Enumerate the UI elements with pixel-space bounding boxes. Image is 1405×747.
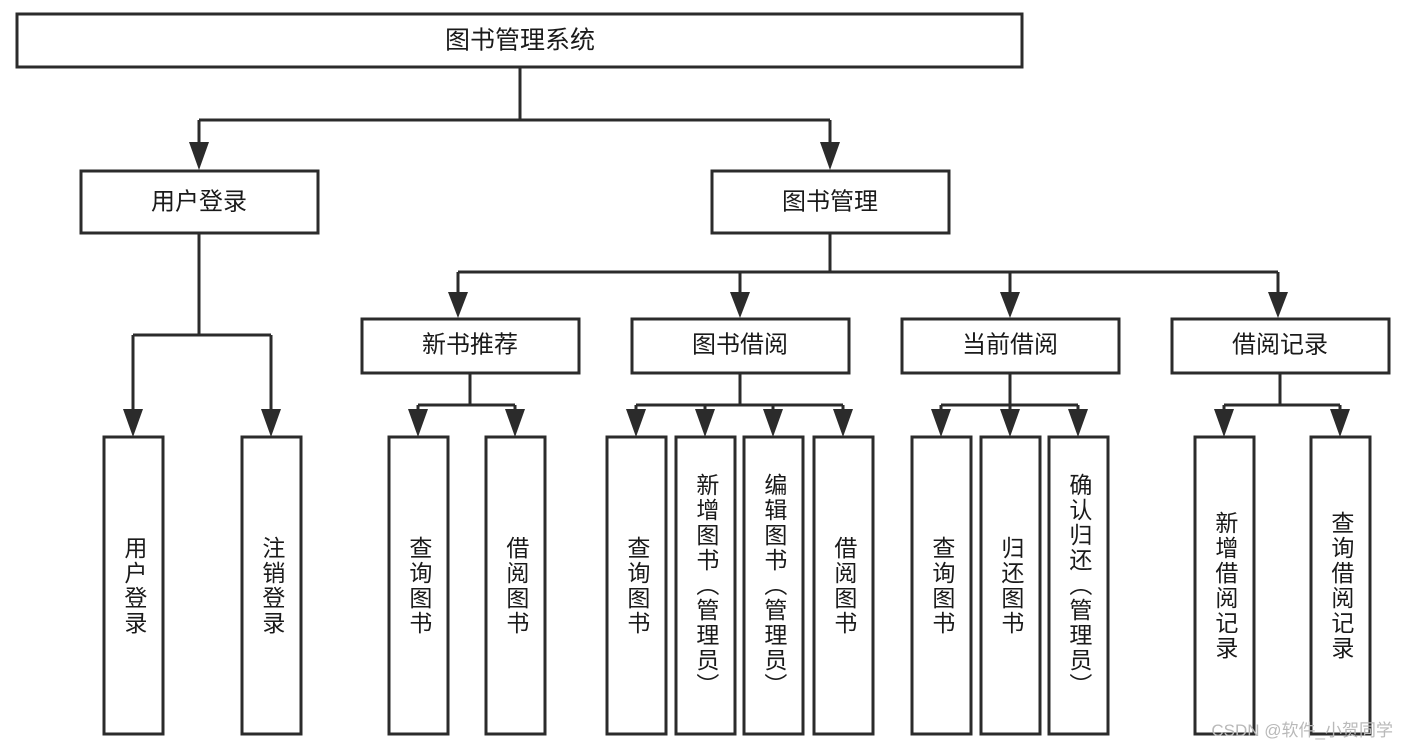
node-book-management-label: 图书管理 xyxy=(782,188,878,215)
arrow-head-book-manage xyxy=(820,142,840,170)
leaf-logout-text-wrap: 注销登录 xyxy=(258,535,285,636)
leaf-nb-query-book-text-wrap: 查询图书 xyxy=(405,535,432,636)
node-user-login[interactable]: 用户登录 xyxy=(79,169,320,235)
arrow-head-book-borrow xyxy=(730,292,750,318)
leaf-cb-query-book-label: 查询图书 xyxy=(928,535,955,636)
arrow-head-leaf-user-login xyxy=(123,409,143,437)
leaf-bb-add-book-label: 新增图书（管理员） xyxy=(692,473,719,698)
node-book-management[interactable]: 图书管理 xyxy=(710,169,951,235)
leaf-cb-confirm-return-box xyxy=(1047,435,1110,736)
arrow-head-user-login xyxy=(189,142,209,170)
node-current-borrow-box xyxy=(900,317,1121,375)
arrow-head-current-borrow xyxy=(1000,292,1020,318)
node-book-borrow-box xyxy=(630,317,851,375)
leaf-cb-return-book-label: 归还图书 xyxy=(997,535,1024,636)
node-root-label: 图书管理系统 xyxy=(445,27,595,55)
leaf-nb-borrow-book[interactable]: 借阅图书 xyxy=(484,435,547,736)
arrow-head-new-book xyxy=(448,292,468,318)
arrow-head-bb-leaf-2 xyxy=(695,409,715,437)
leaf-br-query-record-box xyxy=(1309,435,1372,736)
arrow-head-cb-leaf-2 xyxy=(1000,409,1020,437)
arrow-head-leaf-logout xyxy=(261,409,281,437)
leaf-bb-query-book[interactable]: 查询图书 xyxy=(605,435,668,736)
leaf-cb-return-book-text-wrap: 归还图书 xyxy=(997,535,1024,636)
leaf-br-add-record-text-wrap: 新增借阅记录 xyxy=(1211,510,1238,661)
leaf-br-add-record[interactable]: 新增借阅记录 xyxy=(1193,435,1256,736)
leaf-bb-borrow-book[interactable]: 借阅图书 xyxy=(812,435,875,736)
leaf-cb-query-book-box xyxy=(910,435,973,736)
leaf-bb-borrow-book-text-wrap: 借阅图书 xyxy=(830,535,857,636)
leaf-cb-confirm-return-text-wrap: 确认归还（管理员） xyxy=(1065,473,1092,698)
node-borrow-record-label: 借阅记录 xyxy=(1232,331,1328,358)
node-new-book-recommend-box xyxy=(360,317,581,375)
node-user-login-box xyxy=(79,169,320,235)
leaf-br-query-record-label: 查询借阅记录 xyxy=(1327,510,1354,661)
arrow-head-nb-leaf-1 xyxy=(408,409,428,437)
leaf-user-login-box xyxy=(102,435,165,736)
node-new-book-recommend[interactable]: 新书推荐 xyxy=(360,317,581,375)
arrow-head-bb-leaf-3 xyxy=(763,409,783,437)
leaf-cb-query-book[interactable]: 查询图书 xyxy=(910,435,973,736)
node-current-borrow[interactable]: 当前借阅 xyxy=(900,317,1121,375)
leaf-br-add-record-box xyxy=(1193,435,1256,736)
leaf-br-query-record-text-wrap: 查询借阅记录 xyxy=(1327,510,1354,661)
node-user-login-label: 用户登录 xyxy=(151,188,247,215)
node-new-book-recommend-label: 新书推荐 xyxy=(422,331,518,358)
arrow-head-borrow-record xyxy=(1268,292,1288,318)
leaf-nb-query-book-label: 查询图书 xyxy=(405,535,432,636)
leaf-bb-query-book-label: 查询图书 xyxy=(623,535,650,636)
leaf-bb-query-book-text-wrap: 查询图书 xyxy=(623,535,650,636)
leaf-nb-query-book-box xyxy=(387,435,450,736)
leaf-nb-query-book[interactable]: 查询图书 xyxy=(387,435,450,736)
leaf-bb-add-book[interactable]: 新增图书（管理员） xyxy=(674,435,737,736)
arrow-head-bb-leaf-1 xyxy=(626,409,646,437)
leaf-logout[interactable]: 注销登录 xyxy=(240,435,303,736)
leaf-user-login-text-wrap: 用户登录 xyxy=(120,535,147,636)
leaf-bb-add-book-text-wrap: 新增图书（管理员） xyxy=(692,473,719,698)
leaf-user-login[interactable]: 用户登录 xyxy=(102,435,165,736)
leaf-cb-confirm-return-label: 确认归还（管理员） xyxy=(1065,473,1092,698)
csdn-watermark: CSDN @软件_小贺同学 xyxy=(1211,721,1393,740)
arrow-head-cb-leaf-3 xyxy=(1068,409,1088,437)
leaf-cb-return-book-box xyxy=(979,435,1042,736)
arrow-head-br-leaf-2 xyxy=(1330,409,1350,437)
leaf-nb-borrow-book-box xyxy=(484,435,547,736)
leaf-bb-borrow-book-box xyxy=(812,435,875,736)
leaf-br-query-record[interactable]: 查询借阅记录 xyxy=(1309,435,1372,736)
leaf-bb-borrow-book-label: 借阅图书 xyxy=(830,535,857,636)
node-book-management-box xyxy=(710,169,951,235)
leaf-bb-edit-book-text-wrap: 编辑图书（管理员） xyxy=(760,473,787,698)
connector-layer xyxy=(123,67,1350,437)
node-book-borrow-label: 图书借阅 xyxy=(692,331,788,358)
leaf-bb-query-book-box xyxy=(605,435,668,736)
arrow-head-br-leaf-1 xyxy=(1214,409,1234,437)
leaf-user-login-label: 用户登录 xyxy=(120,535,147,636)
leaf-logout-box xyxy=(240,435,303,736)
leaf-nb-borrow-book-label: 借阅图书 xyxy=(502,535,529,636)
leaf-bb-edit-book[interactable]: 编辑图书（管理员） xyxy=(742,435,805,736)
leaf-br-add-record-label: 新增借阅记录 xyxy=(1211,510,1238,661)
leaf-bb-edit-book-box xyxy=(742,435,805,736)
node-root-book-management-system[interactable]: 图书管理系统 xyxy=(15,12,1024,69)
leaf-bb-edit-book-label: 编辑图书（管理员） xyxy=(760,473,787,698)
node-root-box xyxy=(15,12,1024,69)
arrow-head-nb-leaf-2 xyxy=(505,409,525,437)
node-borrow-record-box xyxy=(1170,317,1391,375)
node-borrow-record[interactable]: 借阅记录 xyxy=(1170,317,1391,375)
node-current-borrow-label: 当前借阅 xyxy=(962,331,1058,358)
leaf-cb-query-book-text-wrap: 查询图书 xyxy=(928,535,955,636)
leaf-bb-add-book-box xyxy=(674,435,737,736)
node-book-borrow[interactable]: 图书借阅 xyxy=(630,317,851,375)
leaf-logout-label: 注销登录 xyxy=(258,535,285,636)
leaf-cb-confirm-return[interactable]: 确认归还（管理员） xyxy=(1047,435,1110,736)
leaf-cb-return-book[interactable]: 归还图书 xyxy=(979,435,1042,736)
arrow-head-cb-leaf-1 xyxy=(931,409,951,437)
leaf-nb-borrow-book-text-wrap: 借阅图书 xyxy=(502,535,529,636)
arrow-head-bb-leaf-4 xyxy=(833,409,853,437)
